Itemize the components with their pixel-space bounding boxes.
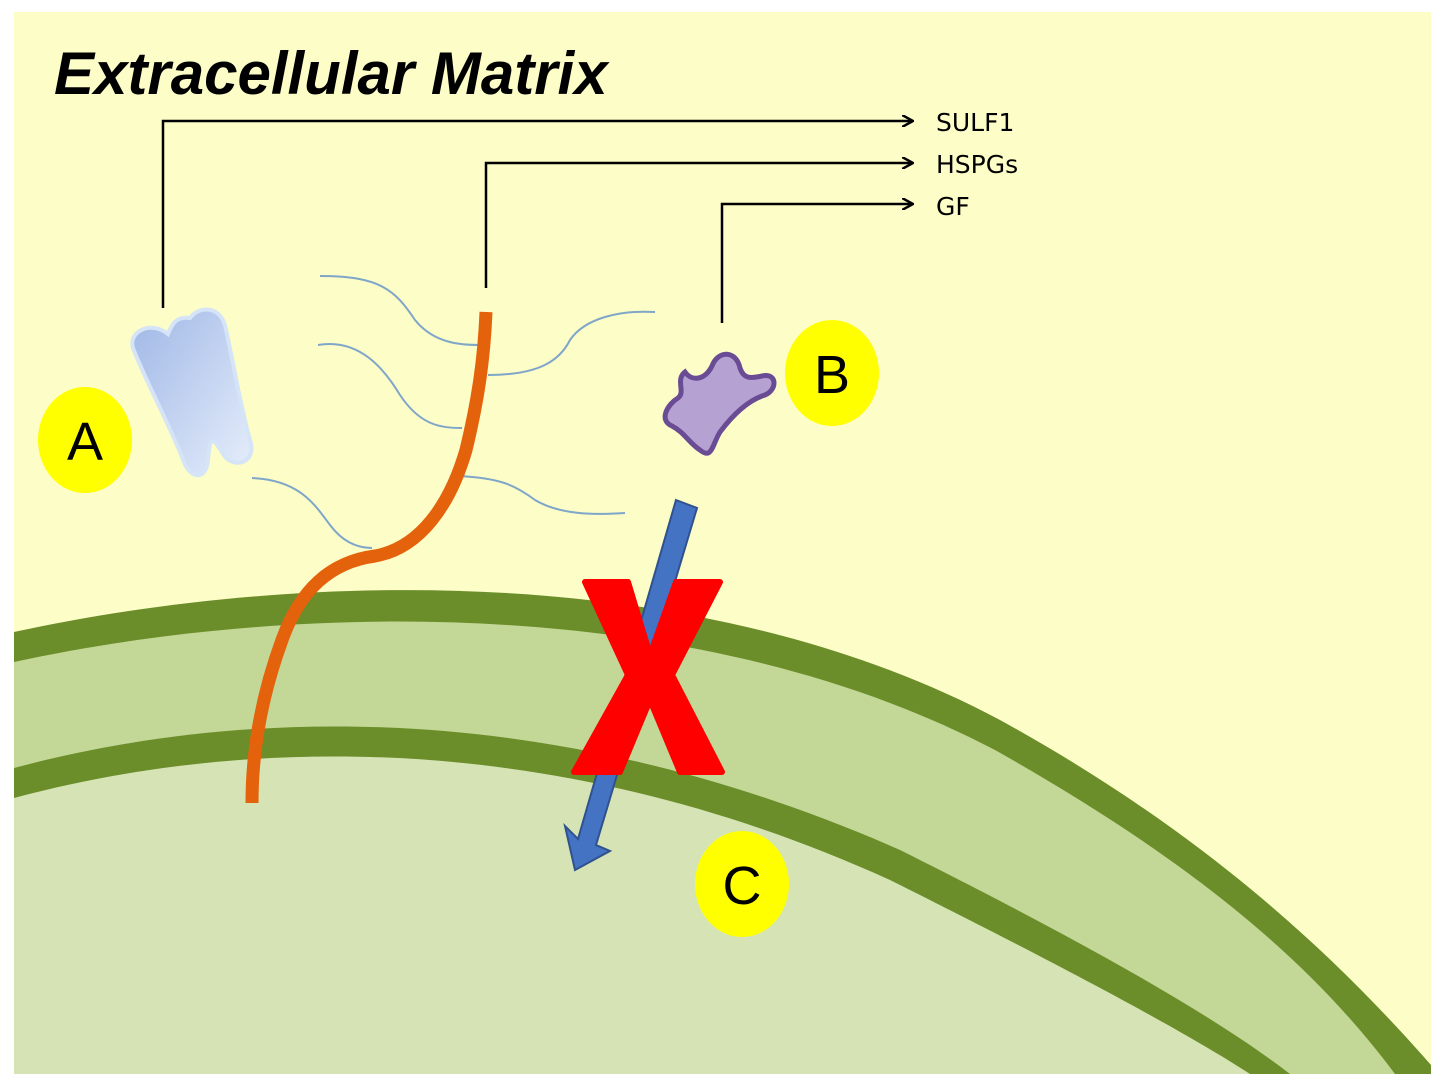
badge-b-label: B — [814, 345, 850, 405]
growth-factor — [662, 351, 777, 456]
gag-chain-2 — [317, 343, 463, 429]
badge-c-circle — [695, 831, 789, 937]
badge-c-label: C — [723, 856, 762, 916]
hspg-core-protein — [245, 311, 493, 804]
badge-b-circle — [785, 320, 879, 426]
diagram-title: Extracellular Matrix — [54, 40, 610, 107]
badge-a-label: A — [67, 412, 103, 472]
gag-chain-5 — [457, 475, 626, 515]
sulf1-enzyme — [130, 307, 254, 478]
badge-a: A — [38, 387, 132, 493]
hspgs-leader-arrow — [484, 163, 912, 288]
legend-gf-label: GF — [936, 192, 970, 221]
badge-c: C — [695, 831, 789, 937]
badge-a-circle — [38, 387, 132, 493]
gag-chain-4 — [487, 310, 656, 376]
gag-chains — [251, 275, 656, 549]
gf-leader-arrow — [720, 204, 912, 323]
legend-hspgs-label: HSPGs — [936, 150, 1018, 179]
badge-b: B — [785, 320, 879, 426]
cytoplasm — [14, 756, 1250, 1074]
legend-leaders — [161, 121, 912, 323]
cross-mark — [571, 579, 725, 775]
gag-chain-1 — [319, 275, 481, 346]
legend-sulf1-label: SULF1 — [936, 108, 1014, 137]
gag-chain-3 — [251, 477, 373, 549]
sulf1-leader-arrow — [161, 121, 912, 308]
